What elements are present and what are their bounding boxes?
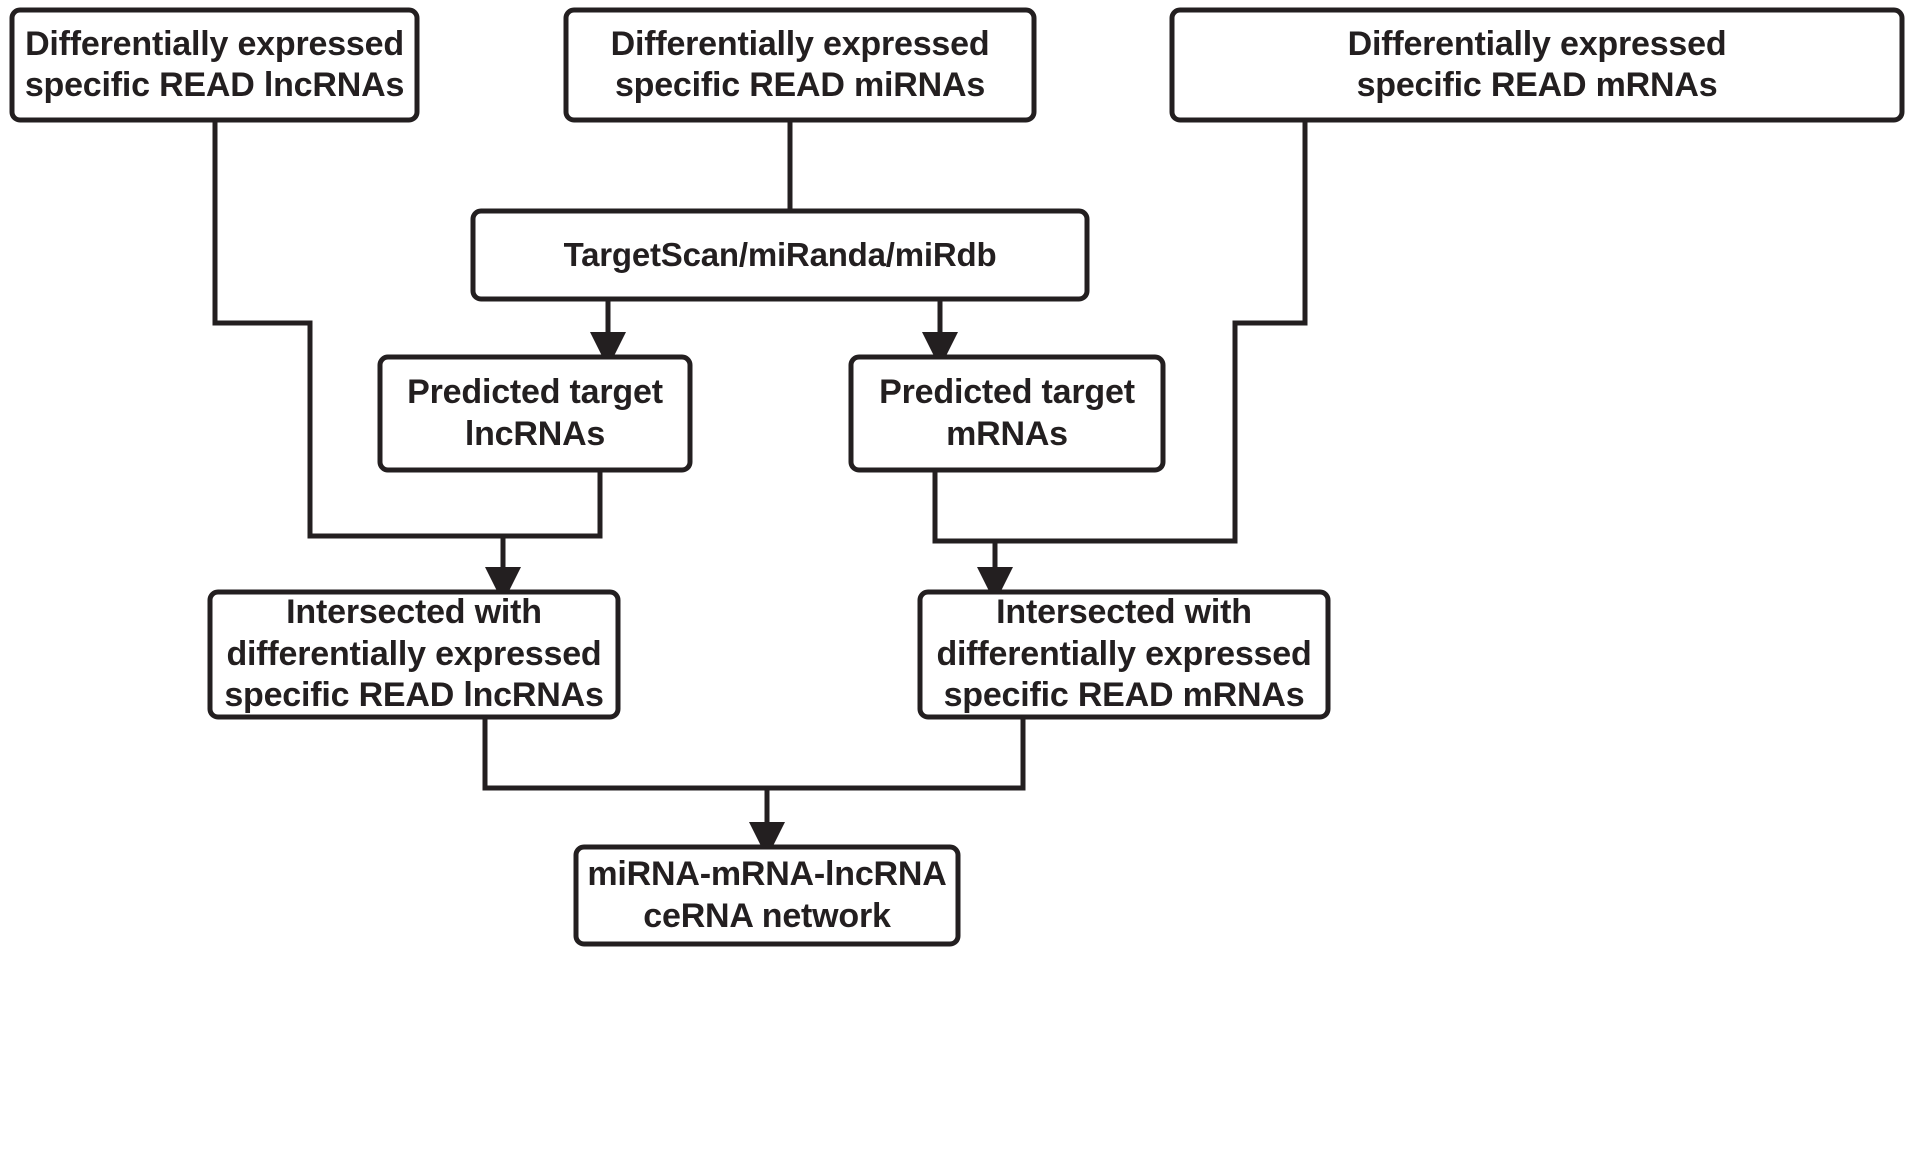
- edge-intersected-lncrnas-to-join: [482, 717, 767, 791]
- edge-de-mrnas-to-merge-right: [995, 120, 1308, 544]
- intersected-lncrnas-box[interactable]: [207, 589, 621, 720]
- predicted-target-mrnas-box[interactable]: [848, 354, 1166, 473]
- intersected-mrnas-box[interactable]: [917, 589, 1331, 720]
- edge-predicted-lncrnas-to-merge-left: [503, 470, 603, 539]
- de-lncrnas-box[interactable]: [9, 7, 420, 123]
- edge-de-lncrnas-to-merge-left: [212, 120, 503, 539]
- predicted-target-lncrnas-box[interactable]: [377, 354, 693, 473]
- cerna-network-box[interactable]: [573, 844, 961, 947]
- de-mrnas-box[interactable]: [1169, 7, 1905, 123]
- targetscan-box[interactable]: [470, 208, 1090, 302]
- edge-intersected-mrnas-to-join: [767, 717, 1026, 791]
- edges-layer: [212, 120, 1308, 859]
- edge-predicted-mrnas-to-merge-right: [932, 470, 995, 544]
- nodes-layer: [9, 7, 1905, 947]
- de-mirnas-box[interactable]: [563, 7, 1037, 123]
